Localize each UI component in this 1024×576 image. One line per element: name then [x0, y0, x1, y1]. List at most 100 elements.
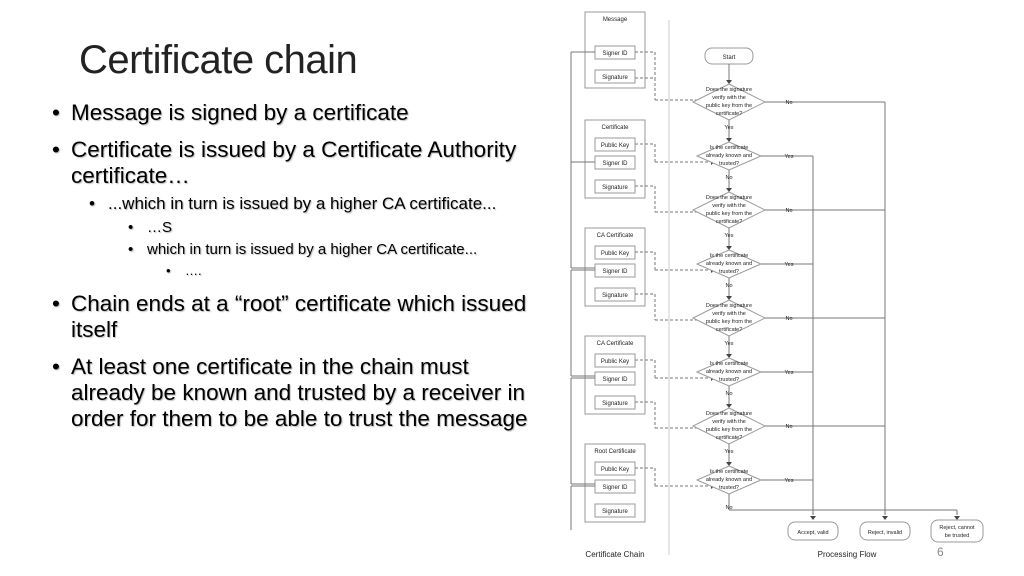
trusted-decision-text: Is the certificate [710, 253, 749, 259]
bullet-dot: • [128, 241, 134, 258]
verify-decision-text: verify with the [712, 311, 746, 317]
trusted-decision-text: trusted? [719, 161, 739, 167]
yes-label: Yes [725, 341, 734, 347]
bullet-item: • …S [128, 218, 532, 237]
flow-arrow [882, 516, 888, 520]
flow-arrow [726, 354, 732, 358]
reject-untrusted-label: be trusted [945, 533, 969, 539]
no-label: No [785, 316, 792, 322]
certificate-title: Root Certificate [594, 449, 636, 455]
reject-invalid-label: Reject, invalid [868, 530, 902, 536]
no-label: No [725, 175, 732, 181]
bullet-text: which in turn is issued by a higher CA c… [147, 241, 478, 258]
bullet-dot: • [52, 137, 60, 162]
trusted-decision-text: trusted? [719, 485, 739, 491]
trusted-decision-text: already known and [706, 261, 752, 267]
trusted-decision-text: already known and [706, 369, 752, 375]
flow-arrow [726, 80, 732, 84]
yes-label: Yes [725, 233, 734, 239]
no-label: No [785, 424, 792, 430]
public-key-label: Public Key [601, 251, 629, 257]
verify-decision-text: Does the signature [706, 303, 752, 309]
verify-decision-text: public key from the [706, 319, 752, 325]
bullet-dot: • [128, 219, 134, 236]
signature-field [594, 503, 636, 518]
signer-id-label: Signer ID [602, 485, 628, 491]
bullet-item: • which in turn is issued by a higher CA … [128, 240, 532, 259]
signature-label: Signature [602, 509, 628, 515]
signature-label: Signature [602, 185, 628, 191]
bullet-list: • Message is signed by a certificate • Cert… [52, 100, 532, 432]
certificate-title: Certificate [601, 125, 629, 131]
slide-title: Certificate chain [79, 38, 358, 82]
verify-decision-text: verify with the [712, 419, 746, 425]
bullet-text: ...which in turn is issued by a higher C… [108, 194, 497, 213]
signer-id-label: Signer ID [602, 161, 628, 167]
flow-arrow [726, 404, 732, 408]
flow-arrow [726, 138, 732, 142]
public-key-label: Public Key [601, 359, 629, 365]
flow-arrow [726, 246, 732, 250]
flow-label: Processing Flow [818, 550, 877, 559]
message-signature-label: Signature [602, 75, 628, 81]
bullet-dot: • [166, 263, 171, 278]
no-label: No [725, 283, 732, 289]
certificate-title: CA Certificate [597, 233, 634, 239]
trusted-decision-text: already known and [706, 153, 752, 159]
verify-decision-text: Does the signature [706, 411, 752, 417]
bullet-dot: • [89, 194, 95, 213]
message-title: Message [603, 17, 628, 23]
flow-arrow [726, 296, 732, 300]
no-label: No [785, 100, 792, 106]
no-label: No [725, 505, 732, 511]
bullet-text: Chain ends at a “root” certificate which… [71, 291, 527, 342]
bullet-text: At least one certificate in the chain mu… [71, 354, 528, 431]
signer-id-label: Signer ID [602, 269, 628, 275]
reject-untrusted-label: Reject, cannot [939, 525, 975, 531]
bullet-item: • Certificate is issued by a Certificate … [52, 137, 532, 189]
public-key-label: Public Key [601, 467, 629, 473]
bullet-dot: • [52, 354, 60, 379]
verify-decision-text: certificate? [716, 327, 743, 333]
accept-label: Accept, valid [797, 530, 828, 536]
reject-untrusted-terminal [930, 519, 984, 543]
chain-label: Certificate Chain [585, 550, 644, 559]
yes-label: Yes [785, 370, 794, 376]
verify-decision-text: certificate? [716, 435, 743, 441]
trusted-decision-text: already known and [706, 477, 752, 483]
start-label: Start [723, 55, 736, 61]
certificate-title: CA Certificate [597, 341, 634, 347]
bullet-item: •Chain ends at a “root” certificate whic… [52, 291, 532, 343]
message-signature-field [594, 69, 636, 84]
verify-decision-text: verify with the [712, 95, 746, 101]
flow-arrow [726, 462, 732, 466]
verify-decision-text: verify with the [712, 203, 746, 209]
page-number: 6 [937, 545, 944, 559]
bullet-text: …. [185, 263, 202, 278]
signature-label: Signature [602, 293, 628, 299]
yes-label: Yes [725, 449, 734, 455]
message-signer-id-label: Signer ID [602, 51, 628, 57]
verify-decision-text: Does the signature [706, 195, 752, 201]
bullet-item: • …. [166, 262, 532, 280]
verify-decision-text: public key from the [706, 103, 752, 109]
trusted-decision-text: Is the certificate [710, 361, 749, 367]
bullet-text: Certificate is issued by a Certificate A… [71, 137, 517, 188]
trusted-decision-text: Is the certificate [710, 469, 749, 475]
bullet-text: …S [147, 219, 173, 236]
verify-decision-text: certificate? [716, 111, 743, 117]
flow-arrow [726, 188, 732, 192]
verify-decision-text: Does the signature [706, 87, 752, 93]
flow-arrow [954, 516, 960, 520]
accept-terminal [787, 521, 839, 541]
verify-decision-text: certificate? [716, 219, 743, 225]
signature-label: Signature [602, 401, 628, 407]
no-label: No [785, 208, 792, 214]
bullet-text: Message is signed by a certificate [71, 100, 409, 125]
public-key-label: Public Key [601, 143, 629, 149]
verify-decision-text: public key from the [706, 211, 752, 217]
bullet-dot: • [52, 100, 60, 125]
trusted-decision-text: trusted? [719, 269, 739, 275]
yes-label: Yes [725, 125, 734, 131]
